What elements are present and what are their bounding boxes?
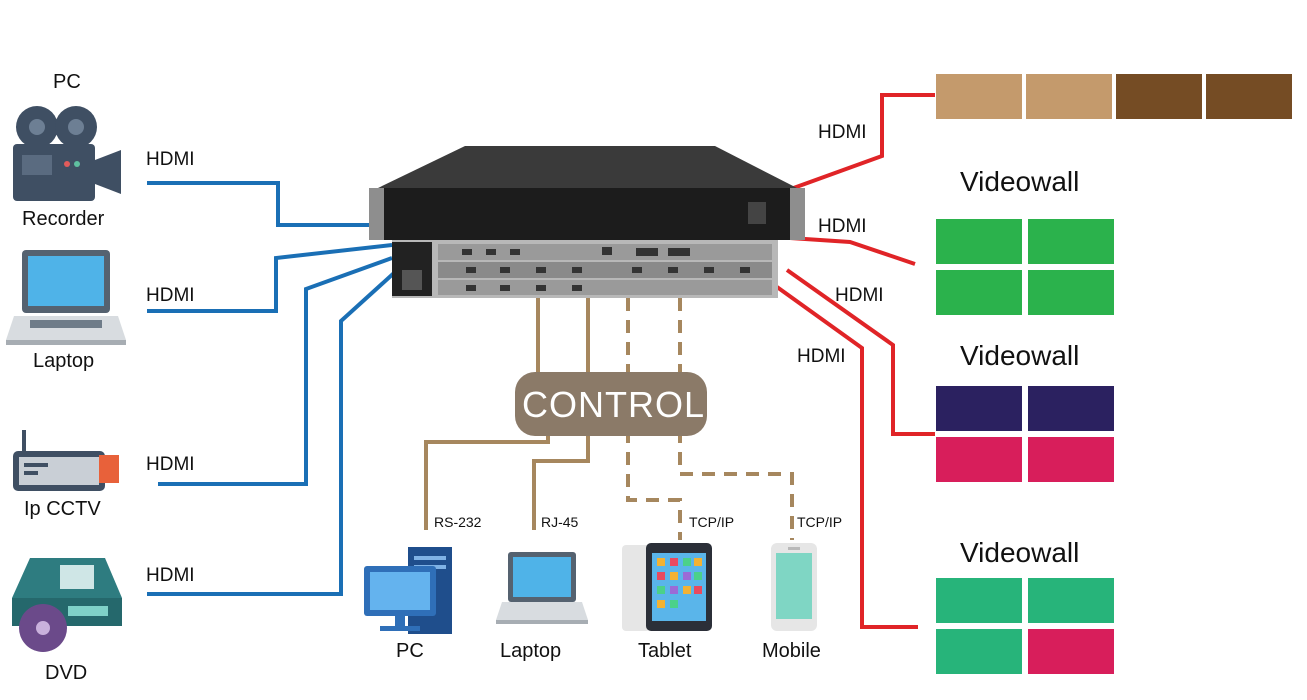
videowall-2-tile-4 xyxy=(1028,270,1114,315)
pc-control-icon xyxy=(364,547,452,634)
videowall-3-tile-3 xyxy=(936,437,1022,482)
videowall-2-tile-1 xyxy=(936,219,1022,264)
input-line-cctv xyxy=(158,256,393,486)
rj45-line xyxy=(532,436,590,530)
videowall-title-2: Videowall xyxy=(960,166,1080,197)
input-line-recorder xyxy=(147,181,375,227)
switcher-led-panel xyxy=(748,202,766,224)
switcher-front xyxy=(378,188,798,240)
card-row-2 xyxy=(438,262,772,278)
output-hdmi-label-4: HDMI xyxy=(797,346,846,367)
rs232-line xyxy=(424,436,550,530)
input-line-laptop xyxy=(147,243,393,313)
output-line-4 xyxy=(775,285,918,629)
laptop-control-icon xyxy=(496,552,588,624)
videowall-4-tile-3 xyxy=(936,629,1022,674)
videowall-1-tile-3 xyxy=(1116,74,1202,119)
tablet-device-label: Tablet xyxy=(638,640,692,662)
pc-device-label: PC xyxy=(396,640,424,662)
recorder-label: Recorder xyxy=(22,208,105,230)
control-box xyxy=(515,372,707,436)
switcher-ear-left xyxy=(369,188,384,240)
video-camera-icon xyxy=(13,106,121,201)
laptop-source-label: Laptop xyxy=(33,350,95,372)
videowall-2-tile-2 xyxy=(1028,219,1114,264)
input-hdmi-label-1: HDMI xyxy=(146,149,195,170)
output-hdmi-label-2: HDMI xyxy=(818,216,867,237)
rs232-label: RS-232 xyxy=(434,514,482,530)
mobile-icon xyxy=(771,543,817,631)
laptop-source-icon xyxy=(6,250,126,345)
control-lines xyxy=(424,298,590,530)
input-hdmi-label-3: HDMI xyxy=(146,454,195,475)
input-hdmi-label-4: HDMI xyxy=(146,565,195,586)
output-line-3 xyxy=(785,268,935,436)
rj45-label: RJ-45 xyxy=(541,514,579,530)
cctv-label: Ip CCTV xyxy=(24,498,101,520)
output-hdmi-label-3: HDMI xyxy=(835,285,884,306)
input-lines xyxy=(147,181,396,596)
switcher-ports xyxy=(462,247,750,291)
output-line-2 xyxy=(789,236,916,266)
videowall-1-tile-2 xyxy=(1026,74,1112,119)
videowall-4-tile-2 xyxy=(1028,578,1114,623)
dvd-player-icon xyxy=(12,558,122,652)
tablet-icon xyxy=(622,543,712,631)
output-lines xyxy=(775,93,935,629)
videowall-1-tile-4 xyxy=(1206,74,1292,119)
videowall-3-tile-1 xyxy=(936,386,1022,431)
videowall-3-tile-2 xyxy=(1028,386,1114,431)
power-socket xyxy=(402,270,422,290)
laptop-device-label: Laptop xyxy=(500,640,562,662)
switcher-ear-right xyxy=(790,188,805,240)
output-hdmi-label-1: HDMI xyxy=(818,122,867,143)
videowall-title-4: Videowall xyxy=(960,537,1080,568)
switcher-top xyxy=(378,146,797,188)
tcpip-label-mobile: TCP/IP xyxy=(797,514,843,530)
input-line-dvd xyxy=(147,271,396,596)
tcpip-label-tablet: TCP/IP xyxy=(689,514,735,530)
ip-cctv-icon xyxy=(13,430,119,491)
dvd-label: DVD xyxy=(45,662,88,684)
pc-source-label: PC xyxy=(53,71,81,93)
matrix-switcher xyxy=(369,146,805,298)
control-label: CONTROL xyxy=(522,384,706,425)
videowall-2-tile-3 xyxy=(936,270,1022,315)
videowall-3-tile-4 xyxy=(1028,437,1114,482)
videowall-4-tile-1 xyxy=(936,578,1022,623)
card-row-3 xyxy=(438,280,772,295)
output-line-1 xyxy=(787,93,935,192)
videowall-tiles xyxy=(936,74,1292,674)
videowall-1-tile-1 xyxy=(936,74,1022,119)
videowall-title-3: Videowall xyxy=(960,340,1080,371)
videowall-4-tile-4 xyxy=(1028,629,1114,674)
input-hdmi-label-2: HDMI xyxy=(146,285,195,306)
mobile-device-label: Mobile xyxy=(762,640,821,662)
